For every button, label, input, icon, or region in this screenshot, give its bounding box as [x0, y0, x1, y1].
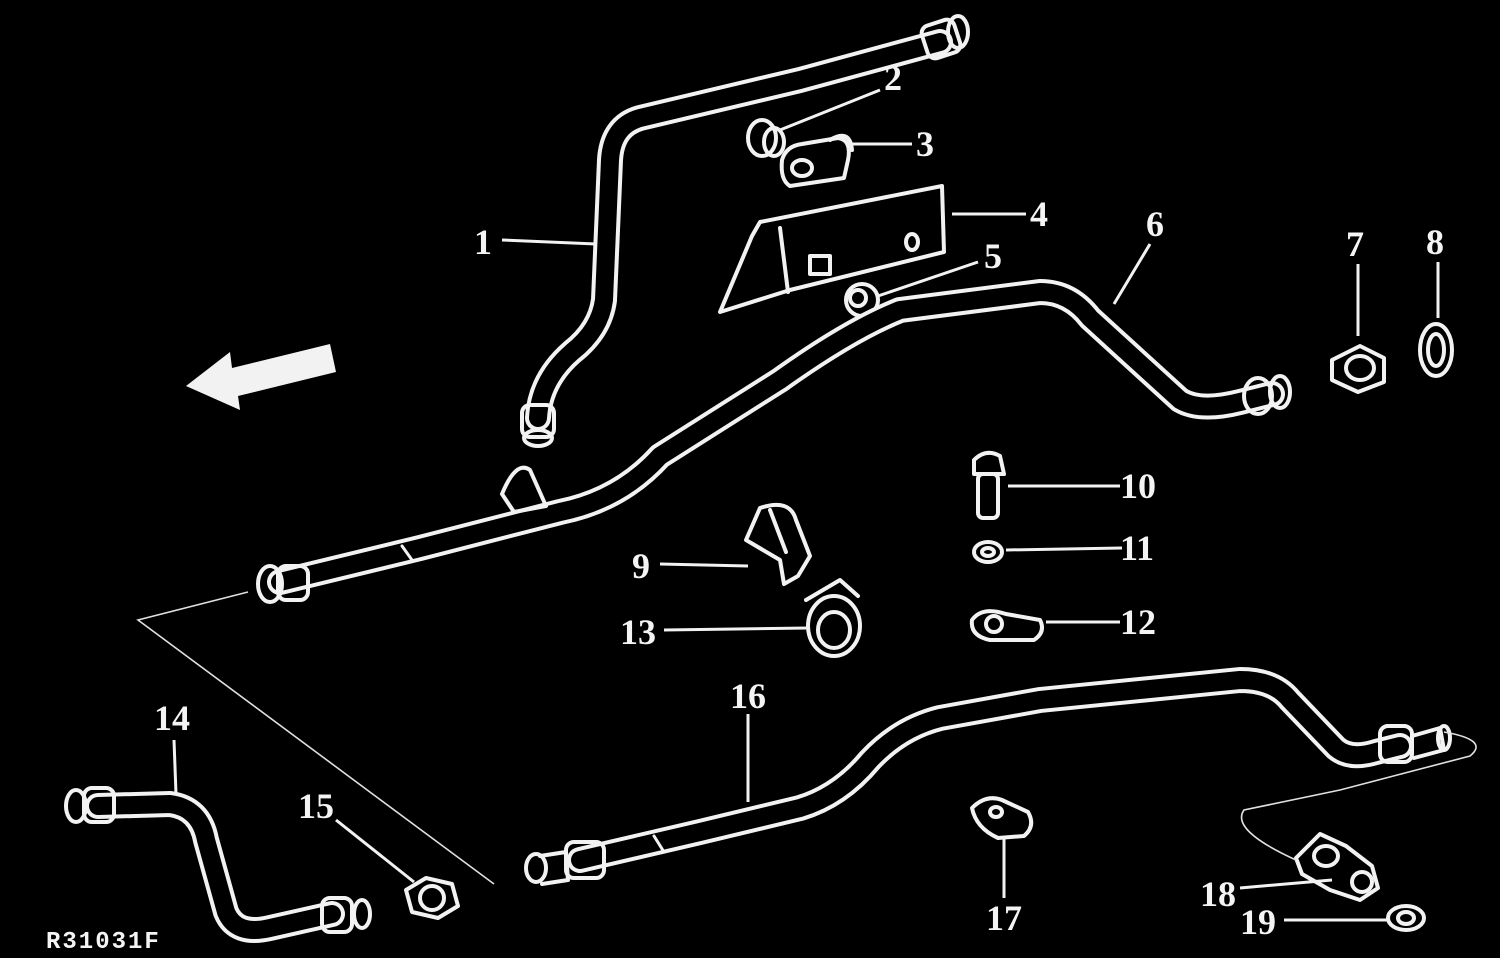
- direction-arrow-icon: [186, 344, 336, 410]
- fitting-icon: [64, 786, 372, 934]
- alignment-lines: [136, 591, 1477, 885]
- fitting-icon: [524, 724, 1452, 886]
- callout-3: 3: [916, 124, 934, 164]
- part-2-fitting: [746, 118, 786, 158]
- fitting-icon: [520, 14, 970, 448]
- part-13-clamp: [804, 578, 862, 658]
- callout-7: 7: [1346, 224, 1364, 264]
- callout-19: 19: [1240, 902, 1276, 942]
- callout-9: 9: [632, 546, 650, 586]
- callout-15: 15: [298, 786, 334, 826]
- callout-12: 12: [1120, 602, 1156, 642]
- callout-2: 2: [884, 58, 902, 98]
- callout-16: 16: [730, 676, 766, 716]
- callout-8: 8: [1426, 222, 1444, 262]
- callout-13: 13: [620, 612, 656, 652]
- part-18-fitting: [1294, 832, 1380, 902]
- callout-11: 11: [1120, 528, 1154, 568]
- callout-1: 1: [474, 222, 492, 262]
- callout-6: 6: [1146, 204, 1164, 244]
- part-12-clip: [969, 609, 1044, 642]
- callout-5: 5: [984, 236, 1002, 276]
- part-9-bracket: [744, 503, 812, 586]
- part-6-tube: [256, 279, 1292, 604]
- figure-id: R31031F: [46, 929, 161, 956]
- part-14-tube: [64, 786, 372, 943]
- part-1-tube: [520, 14, 970, 448]
- part-4-plate: [718, 184, 946, 314]
- fitting-icon: [256, 374, 1292, 604]
- callout-17: 17: [986, 898, 1022, 938]
- callout-4: 4: [1030, 194, 1048, 234]
- callout-10: 10: [1120, 466, 1156, 506]
- part-10-bolt: [972, 450, 1006, 520]
- part-3-clamp: [779, 133, 854, 188]
- part-11-washer: [972, 540, 1004, 564]
- part-16-tube: [524, 667, 1452, 886]
- callout-18: 18: [1200, 874, 1236, 914]
- part-8-washer: [1418, 322, 1454, 378]
- part-15-nut: [404, 876, 460, 920]
- part-19-washer: [1386, 904, 1426, 932]
- part-7-nut: [1330, 344, 1386, 394]
- part-17-clip: [970, 796, 1034, 840]
- leader-lines: [172, 88, 1440, 922]
- callout-14: 14: [154, 698, 190, 738]
